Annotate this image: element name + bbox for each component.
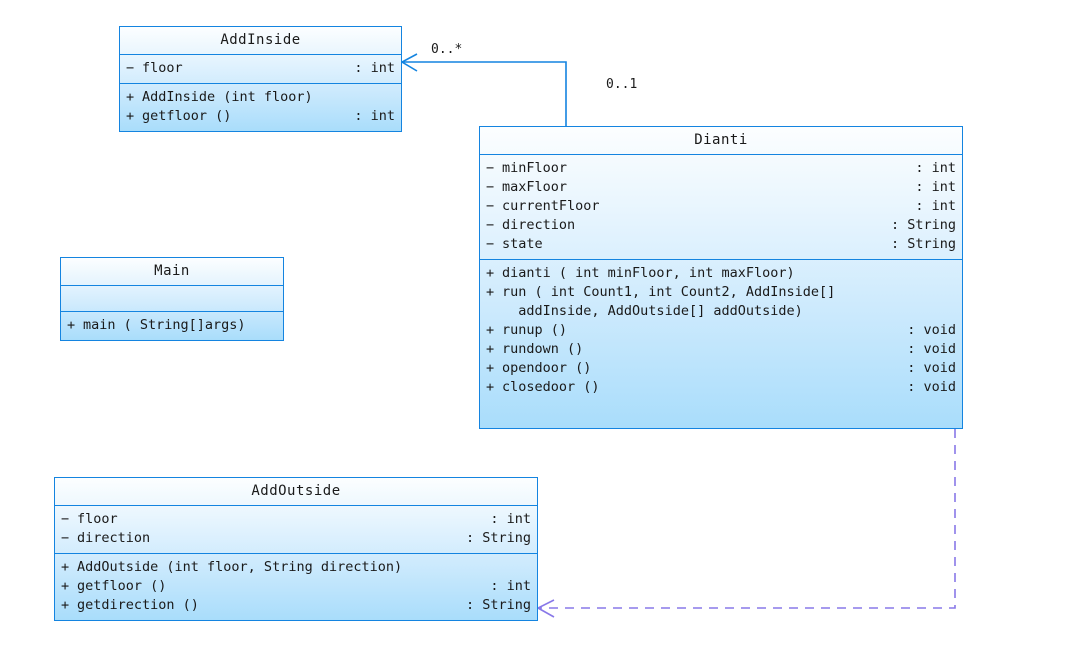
class-box-main[interactable]: Main + main ( String[]args)	[60, 257, 284, 341]
member-type: : String	[465, 530, 531, 546]
member-name: runup ()	[502, 322, 568, 338]
member-type: : String	[465, 597, 531, 613]
member-type: : int	[490, 578, 531, 594]
operation-row: + runup () : void	[486, 321, 956, 340]
operations-main: + main ( String[]args)	[61, 312, 283, 340]
visibility-marker: −	[486, 160, 495, 176]
operation-row: + getfloor () : int	[61, 577, 531, 596]
member-type: : int	[915, 179, 956, 195]
multiplicity-target: 0..1	[606, 77, 638, 92]
visibility-marker: −	[486, 198, 495, 214]
attributes-addinside: − floor : int	[120, 55, 401, 84]
attribute-row: − direction : String	[61, 529, 531, 548]
visibility-marker: −	[486, 179, 495, 195]
dependency-dianti-addoutside	[536, 429, 956, 618]
class-box-dianti[interactable]: Dianti − minFloor : int − maxFloor : int…	[479, 126, 963, 429]
visibility-marker: −	[486, 236, 495, 252]
member-name: direction	[502, 217, 608, 233]
member-type: : int	[915, 198, 956, 214]
member-name: getfloor ()	[142, 108, 232, 124]
attributes-dianti: − minFloor : int − maxFloor : int − curr…	[480, 155, 962, 260]
operation-row: + AddOutside (int floor, String directio…	[61, 558, 531, 577]
member-type: : int	[354, 108, 395, 124]
multiplicity-source: 0..*	[431, 42, 463, 57]
member-type: : void	[907, 322, 956, 338]
visibility-marker: +	[486, 379, 495, 395]
class-box-addoutside[interactable]: AddOutside − floor : int − direction : S…	[54, 477, 538, 621]
visibility-marker: −	[61, 511, 70, 527]
member-name: opendoor ()	[502, 360, 592, 376]
attribute-row: − direction : String	[486, 216, 956, 235]
class-name-main: Main	[61, 258, 283, 286]
visibility-marker: +	[61, 597, 70, 613]
attribute-row: − floor : int	[126, 59, 395, 78]
operation-row: + AddInside (int floor)	[126, 88, 395, 107]
member-type: : void	[907, 341, 956, 357]
attribute-row: − minFloor : int	[486, 159, 956, 178]
operation-row: + main ( String[]args)	[67, 316, 277, 335]
visibility-marker: +	[61, 559, 70, 575]
member-type: : int	[915, 160, 956, 176]
member-type: : void	[907, 360, 956, 376]
operations-addoutside: + AddOutside (int floor, String directio…	[55, 554, 537, 620]
class-box-addinside[interactable]: AddInside − floor : int + AddInside (int…	[119, 26, 402, 132]
operations-addinside: + AddInside (int floor) + getfloor () : …	[120, 84, 401, 131]
member-name: floor	[142, 60, 199, 76]
member-name: minFloor	[502, 160, 608, 176]
member-name: run ( int Count1, int Count2, AddInside[…	[502, 284, 836, 319]
visibility-marker: −	[61, 530, 70, 546]
member-name: closedoor ()	[502, 379, 600, 395]
visibility-marker: −	[126, 60, 135, 76]
visibility-marker: +	[61, 578, 70, 594]
attributes-main	[61, 286, 283, 312]
operation-row: + opendoor () : void	[486, 359, 956, 378]
member-name: dianti ( int minFloor, int maxFloor)	[502, 265, 795, 281]
operation-row: + closedoor () : void	[486, 378, 956, 397]
member-type: : String	[890, 236, 956, 252]
class-name-addinside: AddInside	[120, 27, 401, 55]
class-name-addoutside: AddOutside	[55, 478, 537, 506]
member-name: AddOutside (int floor, String direction)	[77, 559, 403, 575]
operations-dianti: + dianti ( int minFloor, int maxFloor) +…	[480, 260, 962, 402]
operation-row: + dianti ( int minFloor, int maxFloor)	[486, 264, 956, 283]
visibility-marker: +	[486, 322, 495, 338]
member-name: main ( String[]args)	[83, 317, 246, 333]
operation-row: + getdirection () : String	[61, 596, 531, 615]
attribute-row: − floor : int	[61, 510, 531, 529]
visibility-marker: +	[126, 89, 135, 105]
member-type: : String	[890, 217, 956, 233]
attribute-row: − maxFloor : int	[486, 178, 956, 197]
visibility-marker: +	[486, 284, 495, 300]
member-name: direction	[77, 530, 159, 546]
visibility-marker: +	[67, 317, 76, 333]
visibility-marker: +	[126, 108, 135, 124]
attribute-row: − state : String	[486, 235, 956, 254]
member-name: floor	[77, 511, 159, 527]
member-name: rundown ()	[502, 341, 584, 357]
member-name: state	[502, 236, 608, 252]
attributes-addoutside: − floor : int − direction : String	[55, 506, 537, 554]
visibility-marker: +	[486, 265, 495, 281]
visibility-marker: +	[486, 360, 495, 376]
member-type: : int	[354, 60, 395, 76]
operation-row: + rundown () : void	[486, 340, 956, 359]
member-name: getdirection ()	[77, 597, 199, 613]
member-name: maxFloor	[502, 179, 608, 195]
member-name: getfloor ()	[77, 578, 167, 594]
member-name: currentFloor	[502, 198, 608, 214]
association-addinside-dianti	[400, 53, 567, 126]
visibility-marker: −	[486, 217, 495, 233]
visibility-marker: +	[486, 341, 495, 357]
class-name-dianti: Dianti	[480, 127, 962, 155]
member-type: : int	[490, 511, 531, 527]
operation-row: + run ( int Count1, int Count2, AddInsid…	[486, 283, 956, 321]
member-name: AddInside (int floor)	[142, 89, 313, 105]
member-type: : void	[907, 379, 956, 395]
attribute-row: − currentFloor : int	[486, 197, 956, 216]
operation-row: + getfloor () : int	[126, 107, 395, 126]
